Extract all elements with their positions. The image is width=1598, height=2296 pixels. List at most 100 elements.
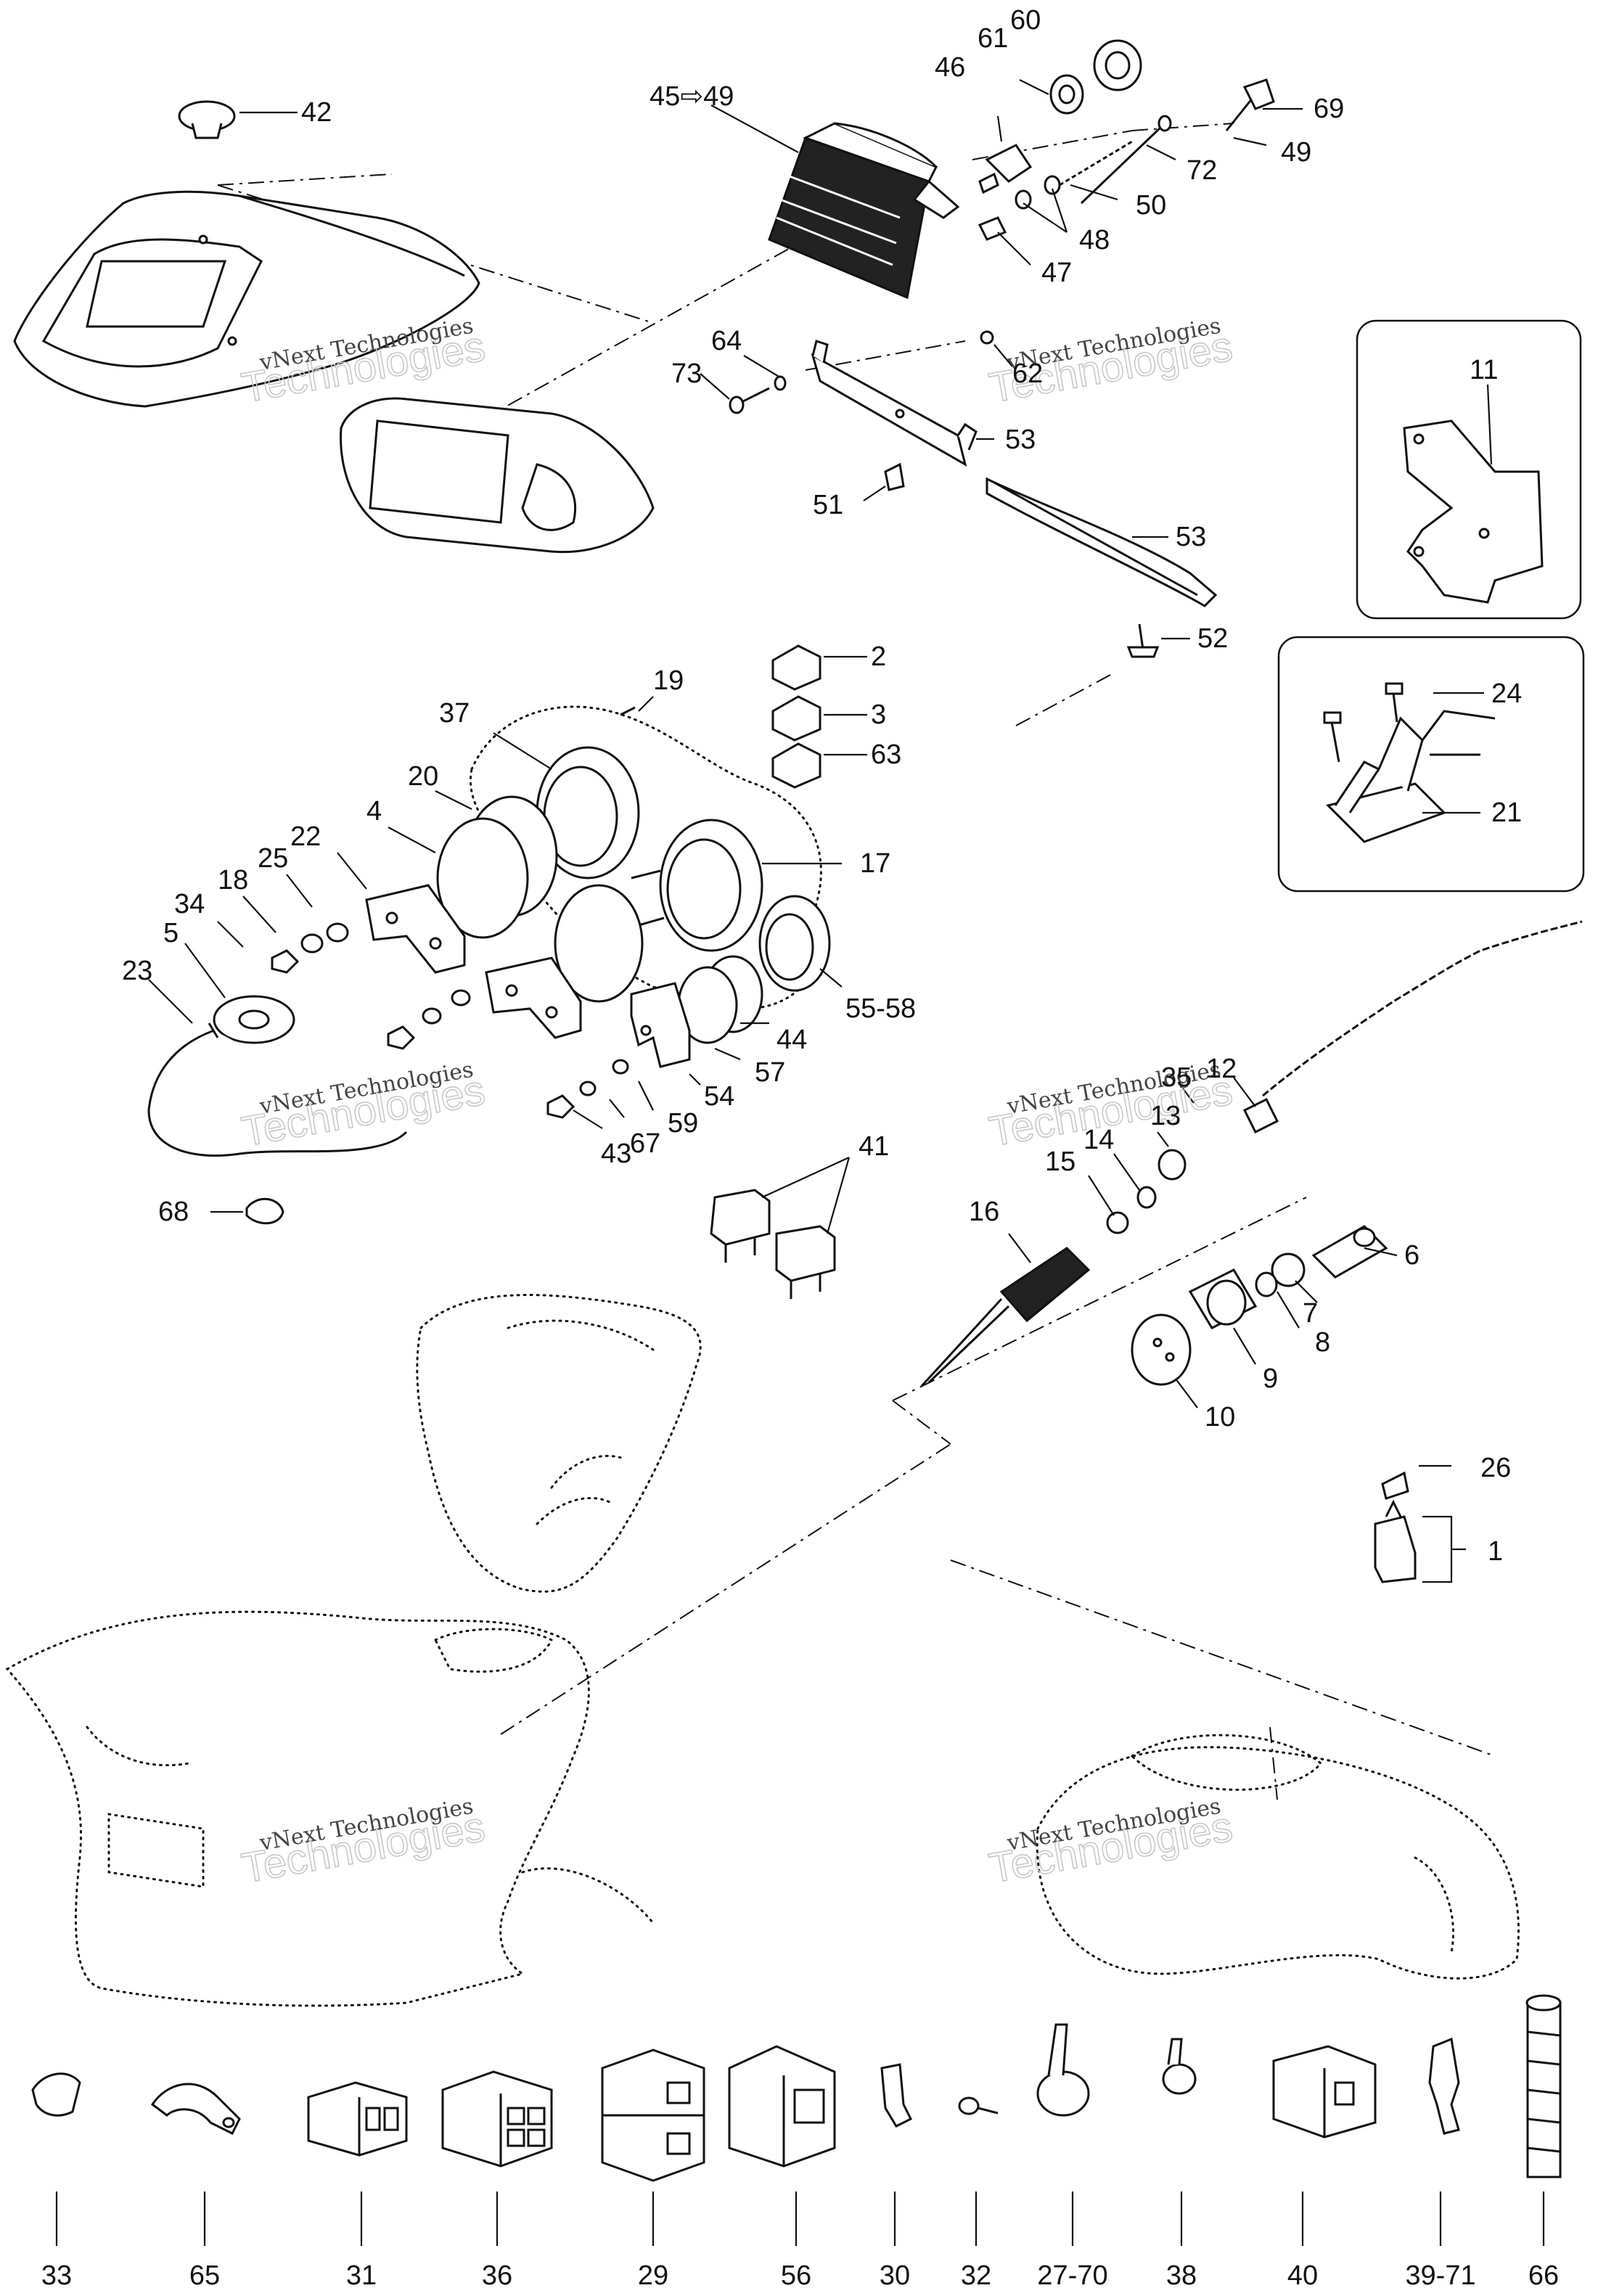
callout-10: 10: [1205, 1402, 1235, 1432]
callout-9: 9: [1263, 1364, 1278, 1394]
callout-60: 60: [1010, 5, 1041, 36]
callout-17: 17: [860, 848, 890, 879]
gauge-55-58: [758, 895, 831, 992]
bottom-part-38: [1162, 2038, 1197, 2095]
bottom-part-39-71: [1428, 2037, 1460, 2135]
callout-62: 62: [1012, 358, 1043, 389]
bottom-label-30: 30: [880, 2260, 910, 2291]
key-6: [1311, 1225, 1388, 1279]
callout-21: 21: [1491, 798, 1522, 828]
assembly-lines: [217, 123, 1496, 1800]
bottom-part-32: [958, 2096, 999, 2115]
callout-49: 49: [1281, 137, 1311, 168]
hull-outline-right: [1036, 1734, 1520, 1980]
callout-2: 2: [871, 641, 886, 672]
washers-nuts: [271, 922, 629, 1119]
bottom-part-36: [441, 2070, 553, 2168]
callout-35: 35: [1161, 1062, 1192, 1093]
callout-54: 54: [704, 1081, 734, 1112]
callout-20: 20: [408, 761, 438, 792]
bottom-part-40: [1272, 2045, 1377, 2139]
callout-72: 72: [1187, 155, 1217, 186]
callout-53-upper: 53: [1005, 425, 1036, 455]
callout-18: 18: [218, 865, 248, 895]
callout-24: 24: [1491, 678, 1522, 709]
callout-68: 68: [158, 1197, 189, 1227]
headlamp-assembly: [768, 122, 960, 300]
callout-16: 16: [969, 1197, 999, 1227]
callout-42: 42: [301, 97, 332, 128]
callout-47: 47: [1041, 258, 1072, 288]
tether-cord-12: [1242, 920, 1583, 1134]
bottom-label-32: 32: [961, 2260, 991, 2291]
switch-63: [771, 742, 821, 789]
rubber-strip-53: [986, 477, 1218, 607]
bumper-outline: [416, 1294, 702, 1593]
bottom-row-labels: 33 65 31 36 29 56 30 32 27-70 38 40 39-7…: [41, 2260, 1559, 2291]
callout-44: 44: [777, 1025, 807, 1055]
switch-cap-10: [1131, 1313, 1192, 1386]
callout-37: 37: [439, 698, 470, 729]
callout-52: 52: [1197, 623, 1228, 654]
bottom-label-27-70: 27-70: [1037, 2260, 1107, 2291]
callout-12: 12: [1206, 1054, 1237, 1084]
cap-60: [1093, 39, 1142, 91]
bottom-part-30: [880, 2063, 913, 2128]
screw-52: [1126, 623, 1160, 658]
oring-17b: [554, 884, 644, 1003]
adjust-knob-69: [1225, 78, 1275, 131]
grommet-51: [884, 462, 905, 491]
plug-cap: [178, 100, 236, 139]
console-trim-panel: [340, 397, 655, 554]
callout-45-49: 45⇨49: [650, 81, 734, 112]
console-hood: [13, 190, 480, 408]
callout-25: 25: [258, 843, 288, 874]
hull-outline-left: [5, 1610, 655, 2007]
bottom-label-66: 66: [1528, 2260, 1559, 2291]
cable-23: [147, 1022, 408, 1157]
bottom-label-40: 40: [1287, 2260, 1318, 2291]
bracket-lower: [485, 956, 582, 1039]
callout-26: 26: [1480, 1453, 1511, 1483]
callout-41: 41: [859, 1131, 889, 1162]
bottom-part-56: [728, 2045, 836, 2168]
adjust-screw-72: [1080, 115, 1172, 205]
watermark-5: Technologies vNext Technologies: [238, 1794, 489, 1893]
callout-50: 50: [1136, 190, 1166, 221]
callout-5: 5: [163, 918, 179, 948]
callout-14: 14: [1083, 1125, 1114, 1155]
bottom-part-33: [31, 2072, 81, 2117]
bottom-label-39-71: 39-71: [1405, 2260, 1475, 2291]
callout-57: 57: [755, 1057, 785, 1088]
callout-48: 48: [1079, 225, 1110, 255]
callout-61: 61: [978, 23, 1008, 54]
bottom-part-66: [1525, 1994, 1562, 2178]
callout-11: 11: [1470, 355, 1498, 385]
callout-63: 63: [871, 739, 901, 770]
screw-19: [620, 706, 636, 716]
callout-7: 7: [1303, 1298, 1318, 1329]
bracket-22: [365, 884, 466, 974]
leader-lines: [148, 79, 1493, 1583]
callout-34: 34: [174, 889, 205, 919]
callout-labels: 42 45⇨49 60 61 46 69 72 49 50 48 47 64 7…: [122, 5, 1522, 1567]
callout-46: 46: [935, 52, 965, 83]
bottom-part-31: [307, 2081, 408, 2157]
callout-3: 3: [871, 700, 886, 730]
inset-box-11: [1356, 319, 1582, 620]
bottom-label-33: 33: [41, 2260, 72, 2291]
switch-2: [771, 644, 821, 691]
clamp-54: [630, 982, 691, 1068]
callout-6: 6: [1404, 1240, 1419, 1271]
nut-62: [980, 330, 994, 345]
spring-50: [1059, 140, 1133, 186]
bottom-part-27-70: [1036, 2023, 1090, 2117]
callout-51: 51: [813, 490, 843, 520]
callout-53-lower: 53: [1176, 522, 1206, 552]
callout-15: 15: [1045, 1147, 1075, 1177]
washers-48: [1015, 175, 1061, 210]
callout-23: 23: [122, 956, 152, 986]
relay-41b: [775, 1225, 836, 1299]
callout-1: 1: [1488, 1536, 1503, 1567]
